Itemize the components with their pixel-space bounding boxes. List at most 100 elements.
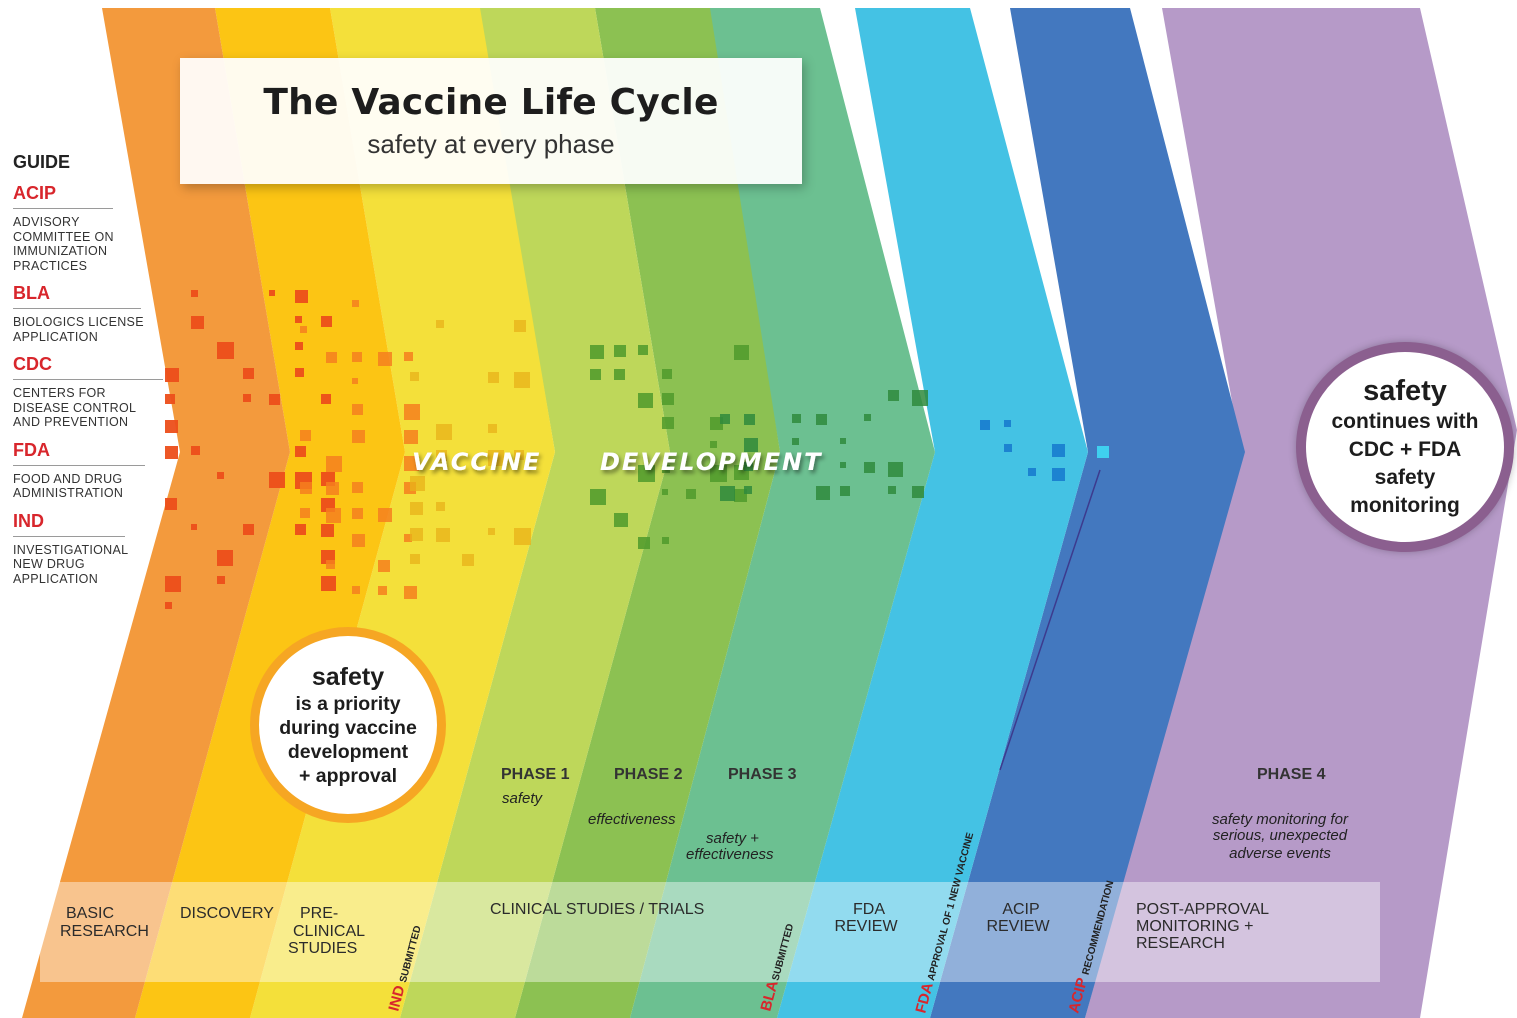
pixel-square	[352, 378, 358, 384]
guide-abbr: CDC	[13, 354, 52, 374]
divider	[13, 308, 141, 309]
phase-2-label: PHASE 2	[614, 766, 683, 783]
pixel-square	[488, 424, 497, 433]
pixel-square	[792, 438, 799, 445]
pixel-square	[888, 390, 899, 401]
guide-item-bla: BLA BIOLOGICS LICENSE APPLICATION	[13, 283, 173, 344]
pixel-square	[686, 489, 696, 499]
pixel-square	[514, 528, 531, 545]
pixel-square	[165, 368, 179, 382]
pixel-square	[352, 586, 360, 594]
pixel-square	[378, 352, 392, 366]
phase-4-label: PHASE 4	[1257, 766, 1326, 783]
pixel-square	[165, 446, 178, 459]
pixel-square	[410, 476, 425, 491]
phase-1-note: safety	[502, 790, 544, 807]
pixel-square	[243, 368, 254, 379]
callout-right-line-3: safety	[1374, 465, 1436, 489]
pixel-square	[816, 486, 830, 500]
stage-post-approval-2: MONITORING +	[1136, 918, 1254, 935]
guide-item-ind: IND INVESTIGATIONAL NEW DRUG APPLICATION	[13, 511, 173, 587]
pixel-square	[404, 456, 419, 471]
pixel-square	[662, 489, 668, 495]
pixel-square	[514, 450, 524, 460]
pixel-square	[269, 394, 280, 405]
divider	[13, 464, 145, 466]
pixel-square	[864, 462, 875, 473]
phase-3-note-line-2: effectiveness	[686, 846, 774, 863]
pixel-square	[300, 326, 307, 333]
pixel-square	[436, 502, 445, 511]
stage-clinical: CLINICAL STUDIES / TRIALS	[490, 901, 704, 918]
pixel-square	[352, 482, 363, 493]
phase-4-note-line-3: adverse events	[1229, 845, 1331, 862]
pixel-square	[638, 537, 650, 549]
pixel-square	[888, 486, 896, 494]
guide-abbr: IND	[13, 510, 44, 531]
callout-right-heading: safety	[1363, 374, 1447, 407]
divider	[13, 379, 163, 380]
pixel-square	[326, 456, 342, 472]
guide-item-acip: ACIP ADVISORY COMMITTEE ON IMMUNIZATION …	[13, 183, 173, 273]
pixel-square	[217, 472, 224, 479]
pixel-square	[488, 450, 504, 466]
pixel-square	[269, 472, 285, 488]
callout-right-line-4: monitoring	[1350, 493, 1460, 517]
pixel-square	[404, 404, 420, 420]
pixel-square	[165, 394, 175, 404]
band-blue	[930, 8, 1245, 1018]
safety-priority-callout: safety is a priority during vaccine deve…	[250, 627, 446, 823]
pixel-square	[217, 550, 233, 566]
callout-left-line-3: development	[287, 740, 409, 763]
stage-post-approval-3: RESEARCH	[1136, 935, 1225, 952]
phase-4-note-line-1: safety monitoring for	[1212, 811, 1349, 828]
guide-abbr: FDA	[13, 439, 50, 460]
pixel-square	[662, 465, 670, 473]
divider	[13, 535, 125, 537]
guide-item-fda: FDA FOOD AND DRUG ADMINISTRATION	[13, 440, 173, 501]
band-green	[515, 8, 780, 1018]
pixel-square	[638, 393, 653, 408]
pixel-square	[514, 320, 526, 332]
pixel-square	[326, 352, 337, 363]
pixel-square	[326, 560, 335, 569]
pixel-square	[165, 576, 181, 592]
pixel-square	[378, 560, 390, 572]
pixel-square	[326, 482, 339, 495]
fda-approval-line	[999, 469, 1101, 771]
band-lime	[400, 8, 670, 1018]
pixel-square	[744, 438, 758, 452]
banner-word-vaccine: VACCINE	[412, 448, 541, 476]
pixel-square	[840, 486, 850, 496]
pixel-square	[912, 390, 928, 406]
pixel-square	[321, 576, 336, 591]
callout-left-line-4: + approval	[298, 764, 398, 787]
band-orange	[22, 8, 290, 1018]
pixel-square	[614, 513, 628, 527]
pixel-square	[243, 524, 254, 535]
pixel-square	[269, 290, 275, 296]
pixel-square	[300, 430, 311, 441]
pixel-square	[191, 290, 198, 297]
phase-2-note: effectiveness	[588, 811, 676, 828]
milestone-ind-abbr: IND	[385, 984, 408, 1014]
pixel-square	[614, 369, 625, 380]
title-banner: The Vaccine Life Cycle safety at every p…	[180, 58, 802, 184]
callout-right-line-1: continues with	[1331, 409, 1479, 433]
banner-word-development: DEVELOPMENT	[600, 448, 822, 476]
pixel-square	[1052, 468, 1065, 481]
band-amber	[135, 8, 405, 1018]
pixel-square	[792, 414, 801, 423]
pixel-square	[744, 462, 753, 471]
pixel-square	[864, 414, 871, 421]
pixel-square	[720, 486, 735, 501]
callout-left-line-1: is a priority	[295, 692, 401, 715]
pixel-square	[710, 441, 717, 448]
pixel-square	[352, 430, 365, 443]
callout-left-heading: safety	[311, 662, 385, 691]
stage-strip	[40, 882, 1380, 982]
pixel-square	[720, 414, 730, 424]
pixel-square	[662, 369, 672, 379]
pixel-square	[1052, 444, 1065, 457]
